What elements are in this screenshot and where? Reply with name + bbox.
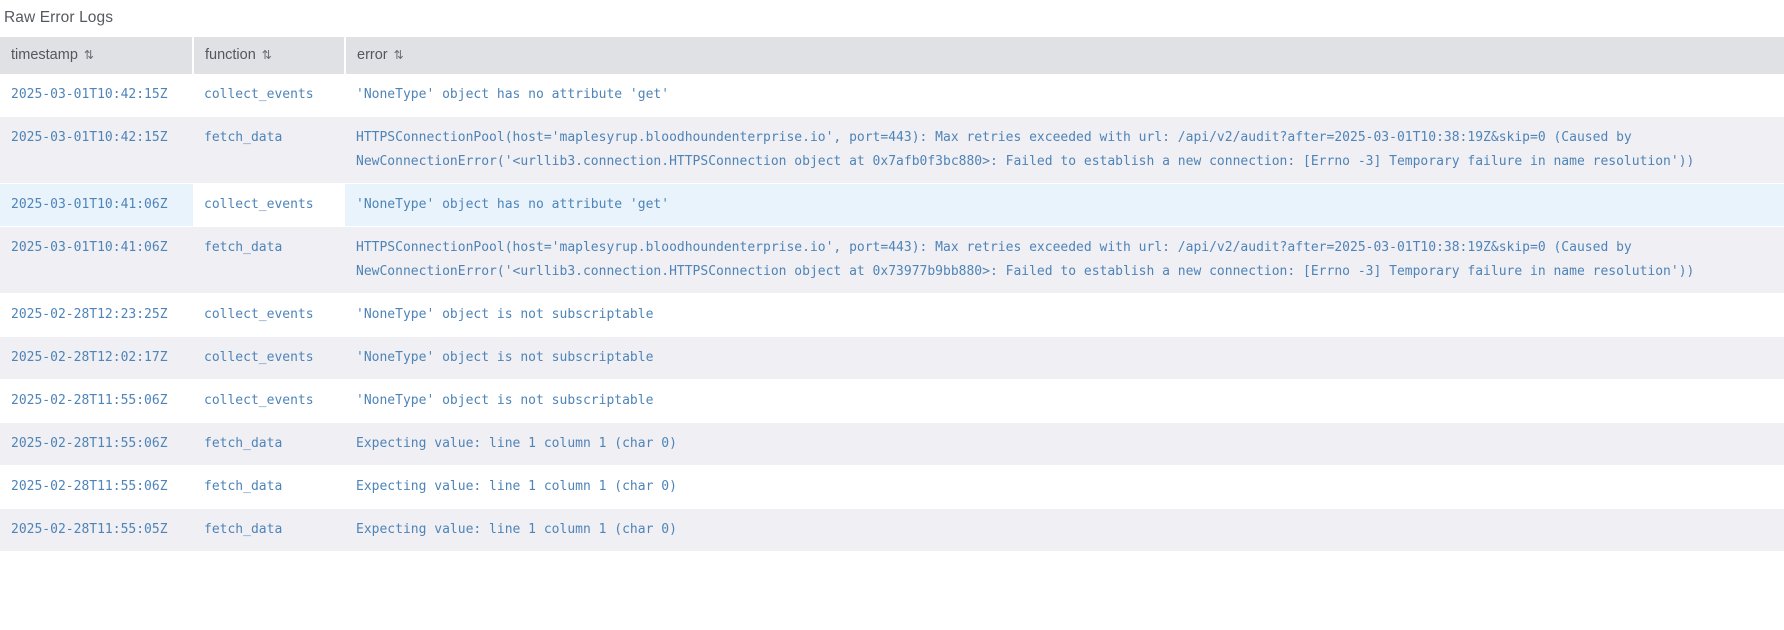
cell-error: HTTPSConnectionPool(host='maplesyrup.blo… — [345, 226, 1784, 294]
cell-timestamp: 2025-02-28T11:55:06Z — [0, 465, 193, 510]
cell-error: HTTPSConnectionPool(host='maplesyrup.blo… — [345, 116, 1784, 184]
column-header-error-label: error — [357, 47, 388, 64]
cell-error: 'NoneType' object has no attribute 'get' — [345, 73, 1784, 117]
sort-toggle-icon[interactable]: ⇅ — [83, 48, 94, 63]
error-logs-table: timestamp ⇅ function ⇅ error ⇅ — [0, 36, 1784, 553]
cell-function: collect_events — [193, 336, 345, 380]
raw-error-logs-panel: Raw Error Logs timestamp ⇅ function ⇅ — [0, 9, 1784, 553]
cell-error: 'NoneType' object has no attribute 'get' — [345, 183, 1784, 227]
cell-timestamp: 2025-02-28T12:02:17Z — [0, 336, 193, 380]
column-header-timestamp[interactable]: timestamp ⇅ — [0, 36, 194, 74]
cell-error: Expecting value: line 1 column 1 (char 0… — [345, 508, 1784, 553]
table-header-row: timestamp ⇅ function ⇅ error ⇅ — [0, 36, 1784, 74]
cell-function: fetch_data — [193, 508, 345, 553]
column-header-function-label: function — [205, 47, 256, 64]
cell-function: fetch_data — [193, 226, 345, 294]
cell-function: fetch_data — [193, 422, 345, 467]
table-header: timestamp ⇅ function ⇅ error ⇅ — [0, 36, 1784, 74]
cell-timestamp: 2025-02-28T12:23:25Z — [0, 293, 193, 337]
sort-toggle-icon[interactable]: ⇅ — [393, 48, 404, 63]
page-title: Raw Error Logs — [4, 9, 114, 26]
column-header-function[interactable]: function ⇅ — [193, 36, 346, 74]
cell-timestamp: 2025-02-28T11:55:05Z — [0, 508, 193, 553]
column-header-error[interactable]: error ⇅ — [345, 36, 1784, 74]
cell-error: Expecting value: line 1 column 1 (char 0… — [345, 465, 1784, 510]
cell-error: 'NoneType' object is not subscriptable — [345, 293, 1784, 337]
cell-error: Expecting value: line 1 column 1 (char 0… — [345, 422, 1784, 467]
column-header-timestamp-label: timestamp — [11, 47, 78, 64]
cell-function: collect_events — [193, 293, 345, 337]
cell-function: fetch_data — [193, 465, 345, 510]
cell-timestamp: 2025-02-28T11:55:06Z — [0, 379, 193, 424]
cell-timestamp: 2025-03-01T10:41:06Z — [0, 183, 193, 227]
cell-error: 'NoneType' object is not subscriptable — [345, 336, 1784, 380]
cell-timestamp: 2025-03-01T10:41:06Z — [0, 226, 193, 294]
sort-toggle-icon[interactable]: ⇅ — [261, 48, 272, 63]
cell-timestamp: 2025-02-28T11:55:06Z — [0, 422, 193, 467]
cell-function: collect_events — [193, 73, 345, 117]
cell-function: collect_events — [193, 379, 345, 424]
cell-function: fetch_data — [193, 116, 345, 184]
cell-error: 'NoneType' object is not subscriptable — [345, 379, 1784, 424]
cell-timestamp: 2025-03-01T10:42:15Z — [0, 116, 193, 184]
cell-function: collect_events — [193, 183, 345, 227]
cell-timestamp: 2025-03-01T10:42:15Z — [0, 73, 193, 117]
